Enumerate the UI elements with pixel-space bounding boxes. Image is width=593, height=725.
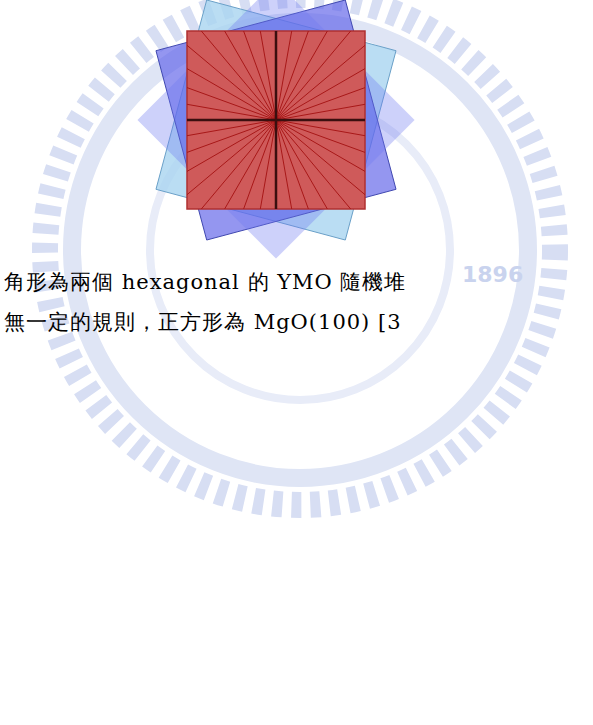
lattice-figure [137,0,414,259]
caption-line: 無一定的規則，正方形為 MgO(100) [3 [4,308,402,336]
axis-line [275,31,278,209]
watermark-ring [72,22,528,478]
caption-line: 角形為兩個 hexagonal 的 YMO 隨機堆 [4,268,406,296]
hexagonal-ymo-dark [156,0,396,240]
hexagonal-ymo-light [156,0,396,240]
hexagonal-ymo-overlay [137,0,414,259]
watermark-teeth [45,0,555,505]
watermark-logo [45,0,555,505]
mgo-square [187,31,365,209]
watermark-year: 1896 [462,262,523,287]
